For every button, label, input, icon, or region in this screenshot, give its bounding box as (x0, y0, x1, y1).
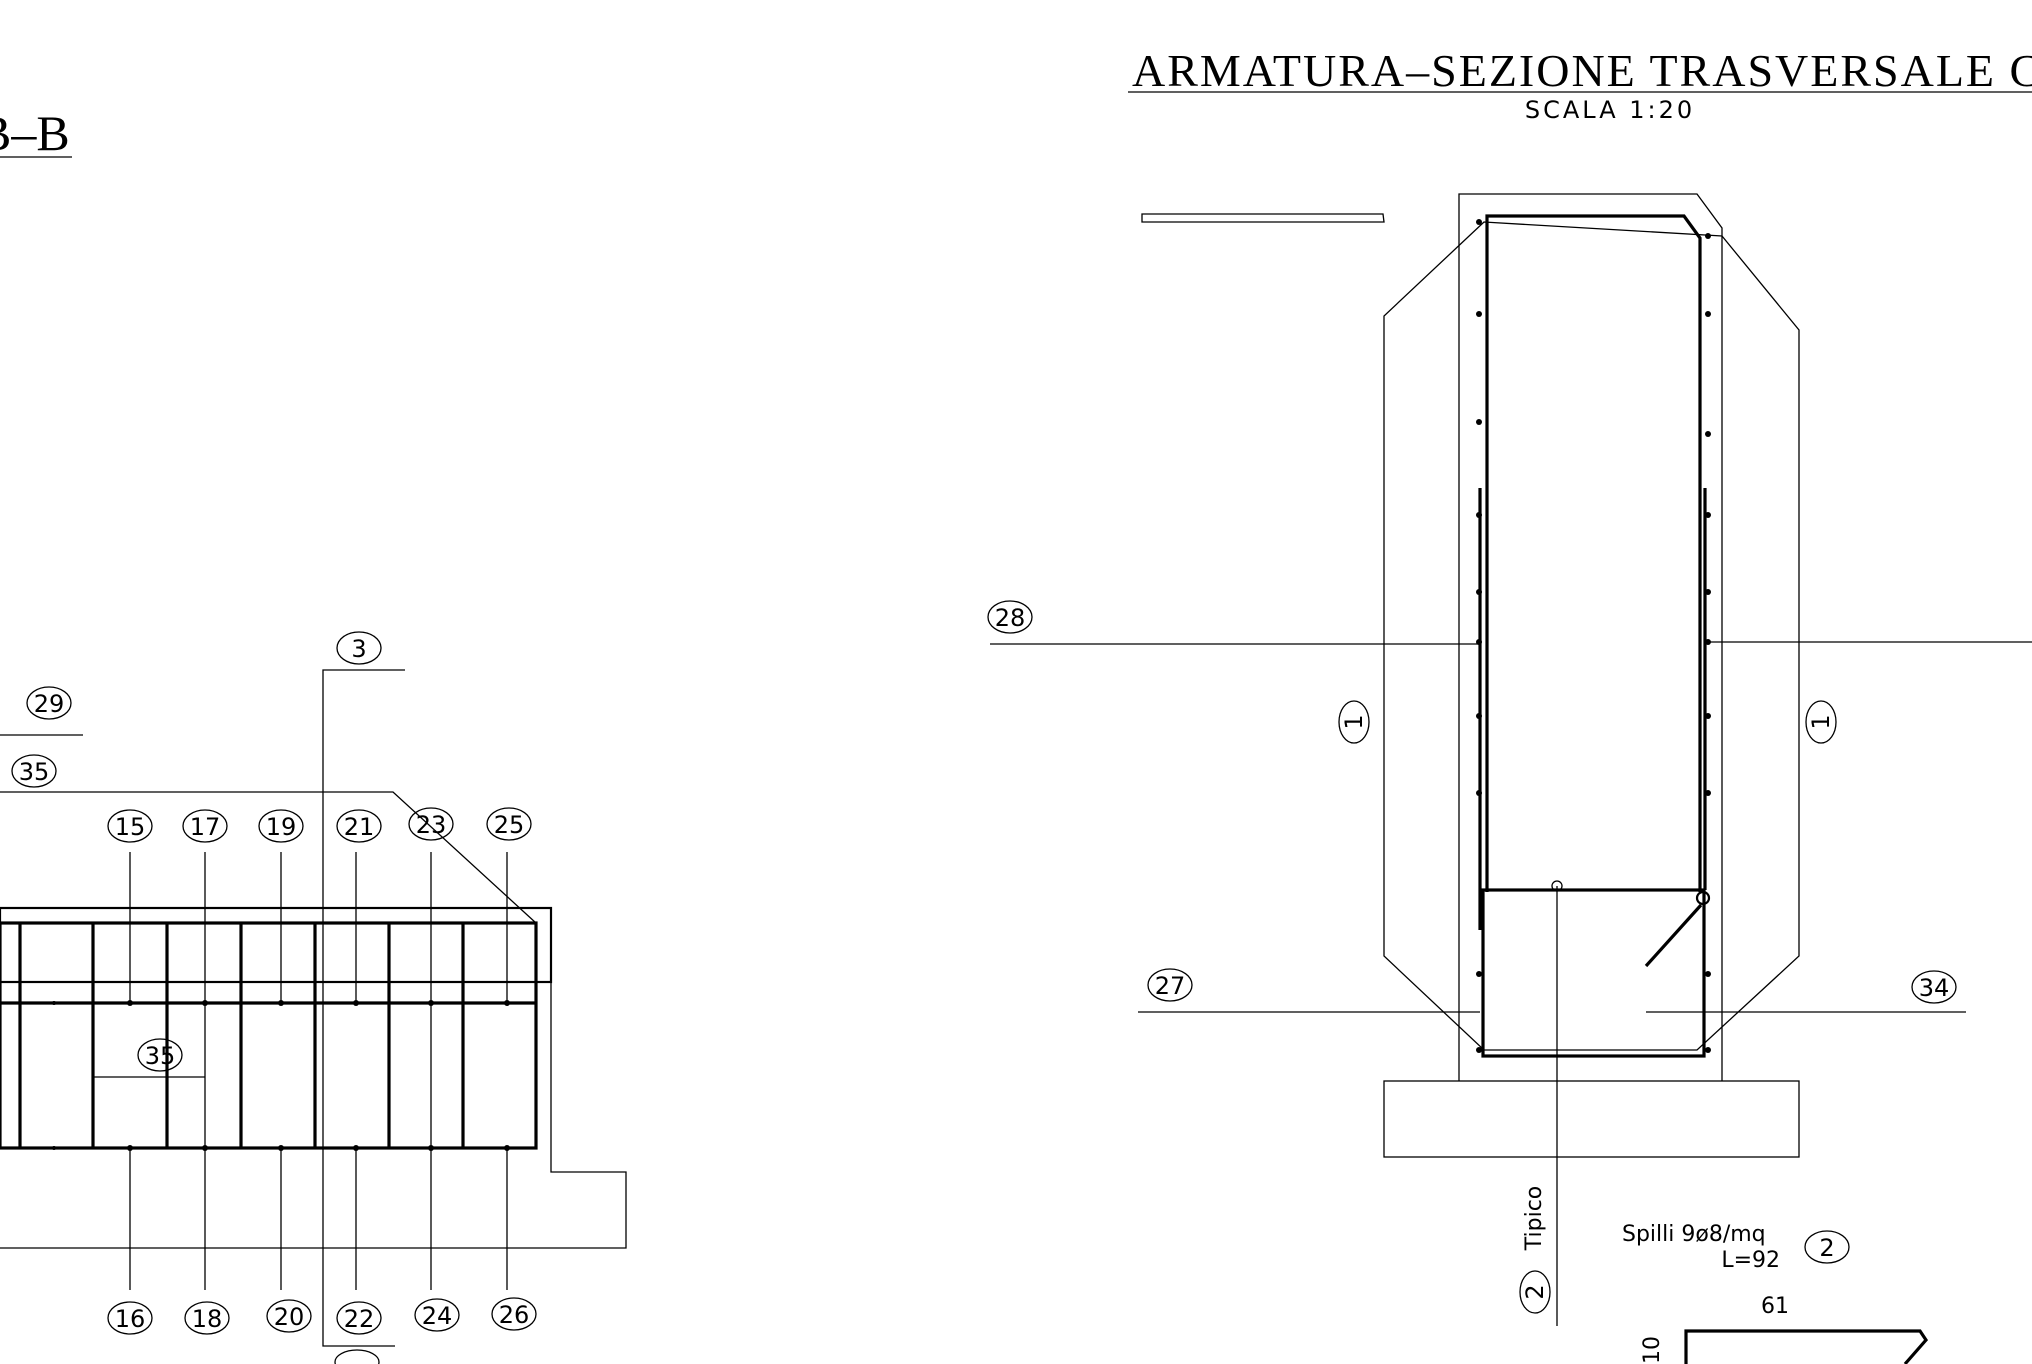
tag-35: 35 (19, 758, 50, 786)
tag-35-inner: 35 (145, 1042, 176, 1070)
note-length: L=92 (1721, 1248, 1780, 1273)
tag-21: 21 (344, 813, 375, 841)
left-section-view: B–B (0, 105, 627, 1364)
right-wall-outline (1141, 213, 1385, 223)
tag-22: 22 (344, 1305, 375, 1333)
tag-16: 16 (115, 1305, 146, 1333)
tag-25: 25 (494, 811, 525, 839)
right-octagon-outline (1383, 221, 1800, 1051)
tag-27: 27 (1155, 972, 1186, 1000)
tag-3: 3 (351, 635, 366, 663)
tag-34: 34 (1919, 974, 1950, 1002)
right-main-stirrup (1485, 214, 1702, 892)
tag-29: 29 (34, 690, 65, 718)
left-bar-dots (52, 1000, 510, 1151)
note-spilli: Spilli 9ø8/mq (1622, 1222, 1766, 1247)
note-tipico: Tipico (1522, 1186, 1547, 1252)
left-view-title: B–B (0, 105, 70, 161)
tag-2: 2 (1819, 1234, 1834, 1262)
right-footing (1383, 1080, 1800, 1158)
pin-shape (1684, 1329, 1929, 1364)
left-top-leaders (129, 852, 508, 1003)
note-dim-10: 10 (1640, 1336, 1665, 1364)
tag-17: 17 (190, 813, 221, 841)
right-hook-diagonal (1644, 903, 1703, 968)
tag-20: 20 (274, 1303, 305, 1331)
tag-28: 28 (995, 604, 1026, 632)
left-bar-35-line (0, 791, 537, 924)
tag-1-left: 1 (1340, 714, 1368, 729)
tag-2-vertical: 2 (1521, 1284, 1549, 1299)
left-rebar-cage (0, 921, 538, 1150)
right-view-title: ARMATURA–SEZIONE TRASVERSALE C (1132, 45, 2032, 96)
right-tags: 28 27 34 1 1 2 2 (987, 600, 1957, 1314)
tag-26: 26 (499, 1301, 530, 1329)
tag-1-right: 1 (1807, 714, 1835, 729)
note-dim-61: 61 (1761, 1294, 1789, 1319)
right-bottom-box (1481, 888, 1706, 1058)
right-section-view: ARMATURA–SEZIONE TRASVERSALE C SCALA 1:2… (987, 45, 2032, 1364)
right-bar-dots (1476, 219, 1711, 1053)
tag-24: 24 (422, 1302, 453, 1330)
left-bottom-leaders (129, 1148, 508, 1290)
right-view-scale: SCALA 1:20 (1525, 96, 1695, 124)
left-tags: 3 29 35 35 15 17 19 21 23 25 16 18 20 (11, 631, 537, 1364)
left-cage-verticals (18, 923, 465, 1148)
left-bar-3-line (322, 669, 405, 1347)
tag-15: 15 (115, 813, 146, 841)
left-slab-band (0, 906, 553, 984)
right-web-outline (1458, 193, 1723, 1081)
tag-18: 18 (192, 1305, 223, 1333)
right-hook-circle (1695, 890, 1711, 906)
tag-23: 23 (416, 811, 447, 839)
tag-19: 19 (266, 813, 297, 841)
